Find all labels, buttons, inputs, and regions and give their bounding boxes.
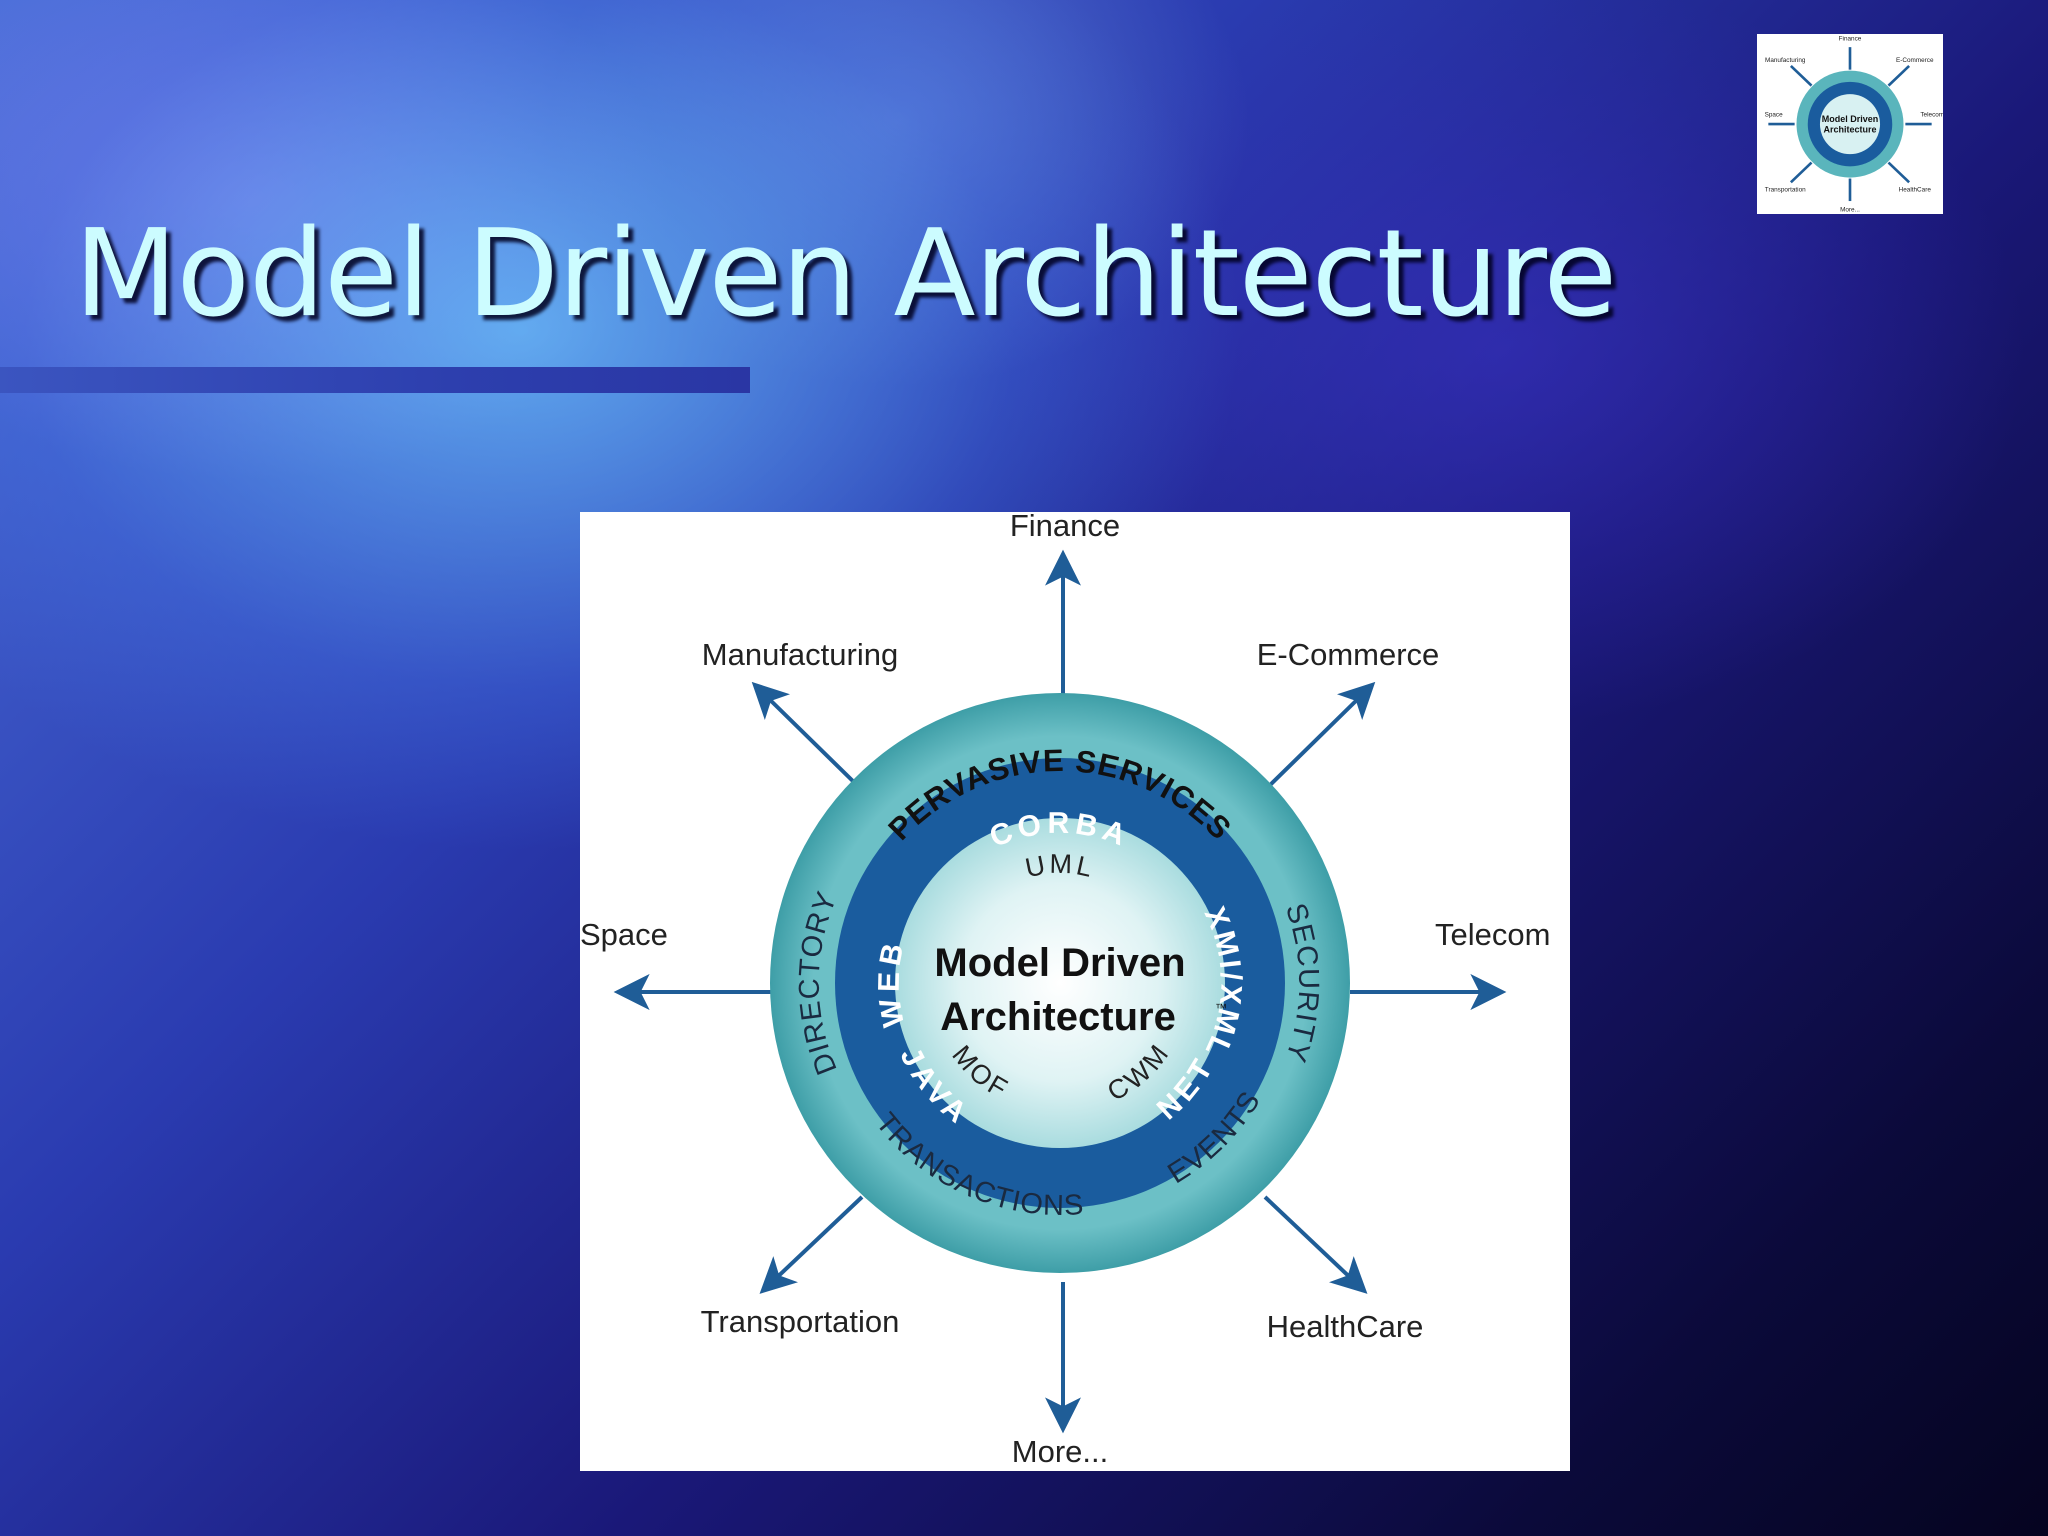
- domain-label-finance: Finance: [1010, 512, 1120, 543]
- svg-text:Model Driven: Model Driven: [1822, 114, 1879, 124]
- svg-text:Transportation: Transportation: [1765, 187, 1806, 194]
- svg-text:More...: More...: [1840, 206, 1860, 213]
- domain-label-space: Space: [580, 917, 668, 952]
- domain-arrows: [613, 549, 1507, 1434]
- svg-text:WEB: WEB: [873, 936, 912, 1030]
- title-underline-bar: [0, 367, 750, 393]
- inner-label-uml: UML: [1023, 849, 1095, 884]
- svg-text:E-Commerce: E-Commerce: [1896, 57, 1934, 64]
- domain-label-manufacturing: Manufacturing: [702, 637, 898, 672]
- domain-label-more: More...: [1012, 1434, 1108, 1469]
- svg-text:Manufacturing: Manufacturing: [1765, 57, 1806, 64]
- svg-text:Space: Space: [1765, 112, 1784, 119]
- slide-title: Model Driven Architecture: [74, 205, 1617, 344]
- domain-label-healthcare: HealthCare: [1267, 1309, 1424, 1344]
- svg-text:Telecom: Telecom: [1920, 112, 1943, 119]
- arrow-se: [1263, 1195, 1368, 1294]
- center-title-line1: Model Driven: [934, 941, 1185, 985]
- svg-text:UML: UML: [1023, 849, 1098, 884]
- domain-label-telecom: Telecom: [1435, 917, 1550, 952]
- mda-diagram: PERVASIVE SERVICES DIRECTORY SECURITY TR…: [580, 512, 1570, 1471]
- trademark-symbol: ™: [1215, 1001, 1227, 1015]
- center-title-line2: Architecture: [940, 995, 1176, 1039]
- domain-label-e-commerce: E-Commerce: [1257, 637, 1440, 672]
- ring-label-web: WEB: [873, 936, 907, 1030]
- svg-text:HealthCare: HealthCare: [1899, 187, 1932, 194]
- svg-text:Architecture: Architecture: [1823, 125, 1876, 135]
- mda-logo-thumbnail: Model Driven Architecture Finance Manufa…: [1757, 34, 1943, 214]
- arrow-nw: [751, 681, 864, 792]
- svg-text:Finance: Finance: [1839, 36, 1862, 43]
- arrow-sw: [759, 1195, 864, 1294]
- domain-label-transportation: Transportation: [701, 1304, 900, 1339]
- inner-circle: [895, 818, 1225, 1148]
- arrow-ne: [1263, 681, 1376, 792]
